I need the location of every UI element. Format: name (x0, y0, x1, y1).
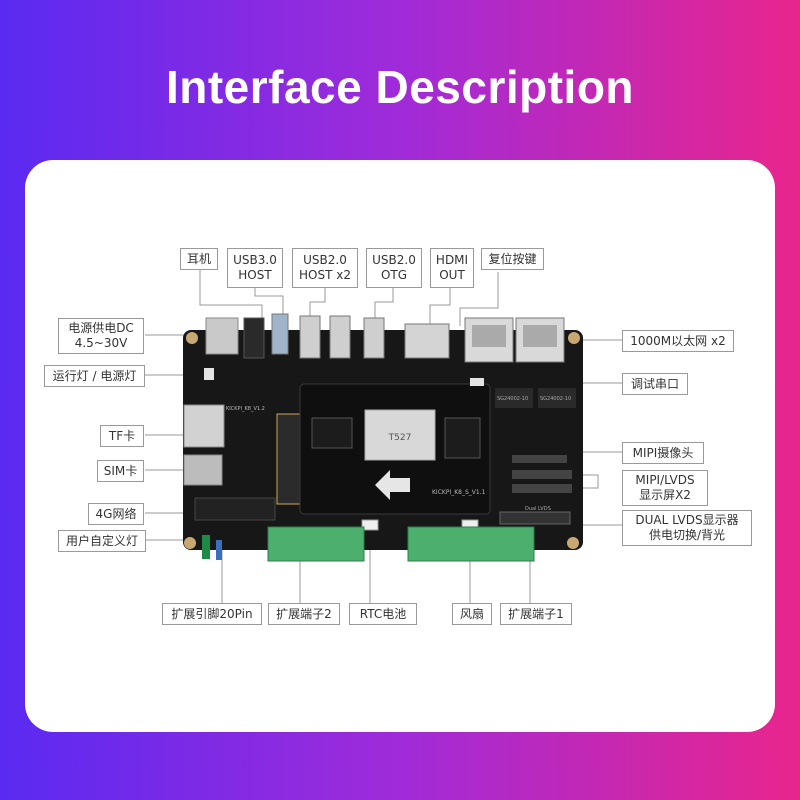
usb20-port-1 (299, 315, 321, 359)
label-power-dc: 电源供电DC 4.5~30V (58, 318, 144, 354)
tf-slot (183, 404, 225, 448)
soc-chip-label: T527 (388, 433, 412, 443)
4g-module-area (194, 497, 276, 521)
user-led-comp (202, 535, 210, 559)
label-mipi-lvds: MIPI/LVDS 显示屏X2 (622, 470, 708, 506)
label-rtc-battery: RTC电池 (349, 603, 417, 625)
line-usb20otg (374, 288, 394, 322)
line-mipi-lvds (575, 474, 599, 489)
core-silk: KICKPI_K8_S_V1.1 (432, 489, 486, 496)
dc-jack (205, 317, 239, 355)
eth-chip-2-label: SG24002-10 (540, 396, 571, 402)
eth-chip-2 (538, 388, 576, 408)
hdmi-port (404, 323, 450, 359)
label-hdmi-out: HDMI OUT (430, 248, 474, 288)
board-silk: KICKPI_K8_V1.2 (226, 406, 265, 412)
terminal-block-1 (407, 526, 535, 562)
pcb-board: T527 KICKPI_K8_S_V1.1 SG24002-10 SG24002… (183, 313, 583, 562)
mount-hole-br (567, 537, 579, 549)
lvds-header (499, 511, 571, 525)
label-gpio-20pin: 扩展引脚20Pin (162, 603, 262, 625)
label-mipi-camera: MIPI摄像头 (622, 442, 704, 464)
eth-chip-1-label: SG24002-10 (497, 396, 528, 402)
usb30-port (271, 313, 289, 355)
label-usb30-host: USB3.0 HOST (227, 248, 283, 288)
label-dual-lvds: DUAL LVDS显示器 供电切换/背光 (622, 510, 752, 546)
mem-chip-1 (311, 417, 353, 449)
label-user-led: 用户自定义灯 (58, 530, 146, 552)
gpio-header (276, 413, 302, 505)
rtc-connector (361, 519, 379, 531)
soc-chip (364, 409, 436, 461)
label-fan: 风扇 (452, 603, 492, 625)
eth-chip-1 (495, 388, 533, 408)
label-ext-terminal-1: 扩展端子1 (500, 603, 572, 625)
label-usb20-otg: USB2.0 OTG (366, 248, 422, 288)
label-usb20-host: USB2.0 HOST x2 (292, 248, 358, 288)
label-run-led: 运行灯 / 电源灯 (44, 365, 145, 387)
label-reset: 复位按键 (481, 248, 544, 270)
sim-slot (183, 454, 223, 486)
mount-hole-tr (568, 332, 580, 344)
line-usb30 (254, 288, 284, 318)
label-ethernet: 1000M以太网 x2 (622, 330, 734, 352)
terminal-block-2 (267, 526, 365, 562)
label-debug-uart: 调试串口 (622, 373, 688, 395)
label-headphone: 耳机 (180, 248, 218, 270)
line-headphone (199, 270, 263, 325)
page-title: Interface Description (165, 61, 635, 113)
mount-hole-tl (186, 332, 198, 344)
label-sim-card: SIM卡 (97, 460, 144, 482)
label-tf-card: TF卡 (100, 425, 144, 447)
line-hdmi (429, 288, 451, 325)
debug-uart-connector (470, 378, 484, 386)
mipi-connector-2 (512, 470, 572, 479)
label-ext-terminal-2: 扩展端子2 (268, 603, 340, 625)
run-led-comp (204, 368, 214, 380)
mipi-connector-3 (512, 484, 572, 493)
line-usb20host (309, 288, 326, 322)
usb20-port-2 (329, 315, 351, 359)
lvds-silk: Dual LVDS (525, 506, 551, 512)
mount-hole-bl (184, 537, 196, 549)
label-4g-network: 4G网络 (88, 503, 144, 525)
mem-chip-2 (444, 417, 481, 459)
arrow-marker (375, 470, 410, 500)
mipi-connector-1 (512, 455, 567, 463)
usb20-otg-port (363, 317, 385, 359)
audio-jack (243, 317, 265, 359)
line-reset (459, 272, 499, 326)
